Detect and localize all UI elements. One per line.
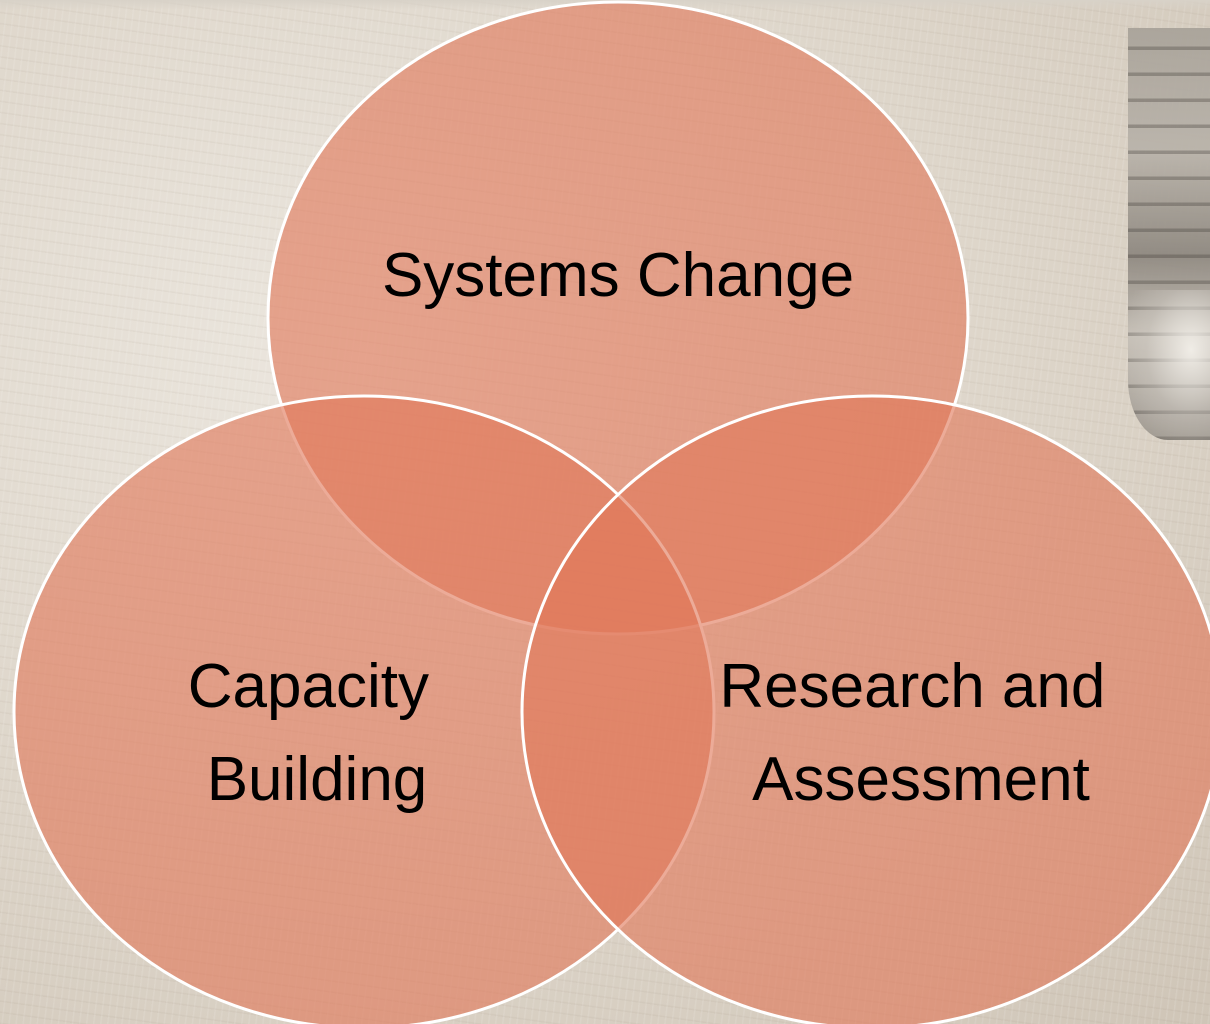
- venn-circles: [12, 0, 1210, 1024]
- background-photo-shade: [1128, 290, 1210, 440]
- label-systems-change: Systems Change: [382, 241, 854, 310]
- label-systems-change-line-1: Systems Change: [382, 241, 854, 310]
- label-research-assessment-line-1: Research and: [719, 652, 1105, 721]
- circle-research-assessment: [520, 394, 1210, 1024]
- label-capacity-building-line-1: Capacity: [188, 652, 429, 721]
- label-research-assessment-line-2: Assessment: [752, 745, 1090, 814]
- label-capacity-building: Capacity Building: [188, 652, 446, 814]
- label-research-assessment: Research and Assessment: [719, 652, 1122, 814]
- label-capacity-building-line-2: Building: [207, 745, 428, 814]
